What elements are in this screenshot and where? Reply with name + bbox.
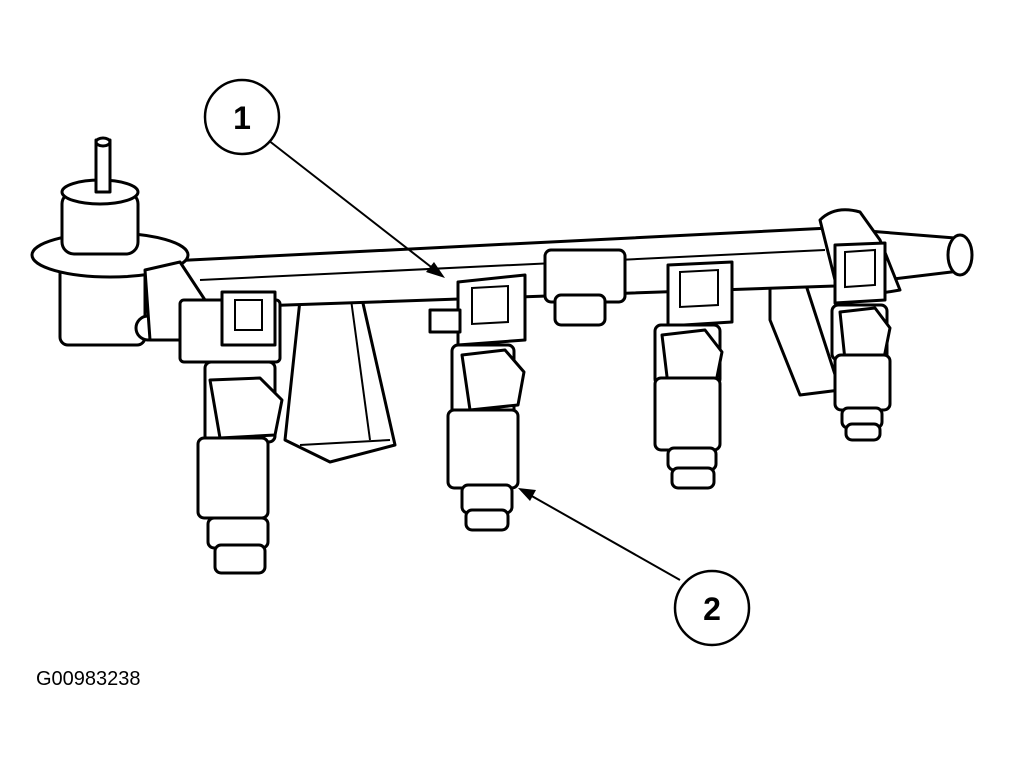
fuel-injector-3 [653, 260, 734, 490]
arrowhead-icon [426, 262, 445, 278]
callout-1-circle [203, 78, 281, 156]
callout-2-circle [673, 569, 751, 647]
fuel-injector-2 [428, 273, 527, 532]
figure-id: G00983238 [36, 668, 141, 690]
fuel-injector-1 [178, 290, 284, 575]
callout-1: 1 [203, 78, 445, 278]
mounting-bracket-left [283, 288, 397, 464]
callout-2-label: 2 [703, 591, 721, 627]
callout-2: 2 [518, 488, 751, 647]
arrowhead-icon [518, 488, 536, 501]
mounting-bracket-right [768, 280, 842, 397]
callout-1-label: 1 [233, 100, 251, 136]
fuel-injector-4 [830, 241, 892, 442]
